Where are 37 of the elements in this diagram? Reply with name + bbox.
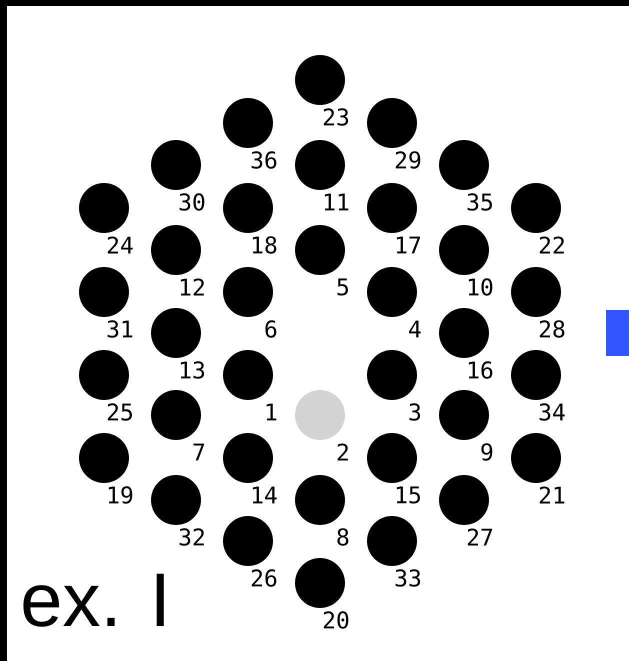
callout-number: 3 <box>410 403 420 421</box>
callout-number: 33 <box>396 569 420 587</box>
callout-number: 27 <box>468 528 492 546</box>
callout-number: 35 <box>468 193 492 211</box>
callout-number: 18 <box>252 236 276 254</box>
callout-number: 31 <box>108 320 132 338</box>
example-label: ex. I <box>23 574 164 627</box>
callout-number: 6 <box>265 320 276 338</box>
callout-number: 10 <box>468 278 492 296</box>
callout-number: 15 <box>396 486 420 504</box>
callout-number: 20 <box>324 611 348 629</box>
callout-number: 1 <box>266 404 276 420</box>
callout-number: 25 <box>108 403 132 421</box>
callout-number: 28 <box>540 320 564 338</box>
callout-number: 4 <box>409 320 421 338</box>
callout-number: 36 <box>252 151 276 169</box>
callout-number: 29 <box>396 151 420 169</box>
callout-number: 8 <box>337 528 348 546</box>
callout-number: 9 <box>481 443 492 461</box>
callout-number: 14 <box>252 486 277 504</box>
callout-number: 17 <box>396 236 420 254</box>
callout-number: 30 <box>180 193 204 211</box>
callout-number: 5 <box>338 278 348 296</box>
callout-number: 11 <box>324 194 348 210</box>
callout-number: 13 <box>180 361 204 379</box>
callout-number: 34 <box>540 403 565 421</box>
callout-number: 12 <box>180 278 204 296</box>
callout-number: 32 <box>180 528 204 546</box>
callout-number: 22 <box>540 236 564 254</box>
callout-number: 7 <box>194 444 204 460</box>
callout-number: 26 <box>252 569 276 587</box>
callout-number: 23 <box>324 108 348 126</box>
callout-number: 2 <box>338 443 348 461</box>
callout-number: 19 <box>108 486 132 504</box>
callout-number: 16 <box>468 361 492 379</box>
callout-number: 21 <box>540 486 564 504</box>
callout-number: 24 <box>108 236 133 254</box>
